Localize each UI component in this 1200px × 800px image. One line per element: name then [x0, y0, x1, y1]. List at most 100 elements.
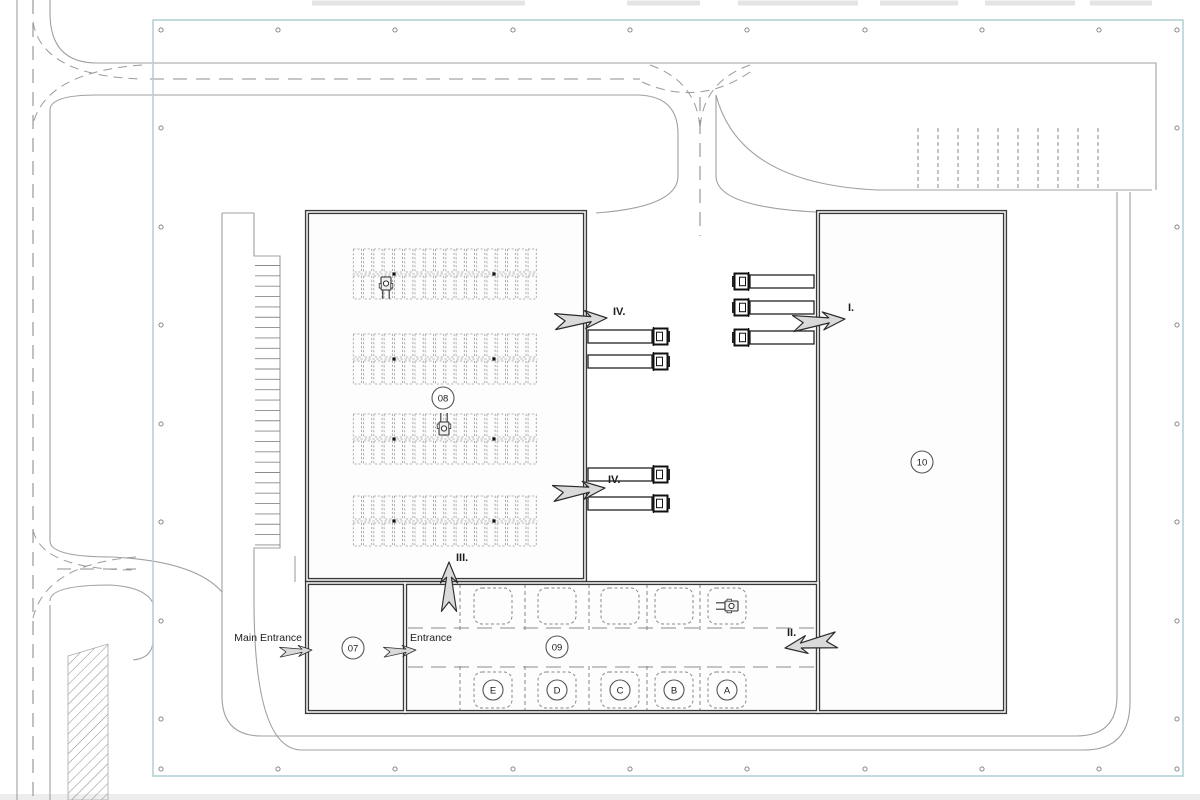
- rack-cell: [517, 440, 527, 465]
- rack-cell: [414, 495, 424, 520]
- rack-cell: [414, 333, 424, 358]
- rack-cell: [445, 248, 455, 273]
- rack-cell: [496, 275, 506, 300]
- zone-circle-2: [609, 679, 631, 701]
- property-boundary: [152, 19, 1184, 777]
- rack-cell: [394, 413, 404, 438]
- rack-cell: [414, 248, 424, 273]
- survey-marker: [158, 716, 164, 722]
- road-top-upper-edge: [97, 62, 1157, 190]
- rack-cell: [465, 440, 475, 465]
- zone-square: [600, 671, 640, 709]
- building-09-label: 09: [545, 635, 569, 659]
- access-road-sweep: [715, 94, 879, 191]
- rack-column-dot: [392, 357, 396, 361]
- rack-cell: [476, 248, 486, 273]
- entrance-label: Entrance: [410, 632, 452, 644]
- rack-cell: [455, 522, 465, 547]
- dock-truck: [587, 327, 670, 346]
- rack-cell: [486, 275, 496, 300]
- rack-cell: [445, 275, 455, 300]
- rack-cell: [496, 333, 506, 358]
- rack-cell: [394, 522, 404, 547]
- rack-cell: [383, 275, 393, 300]
- junction-nw-flare-upper: [49, 12, 98, 64]
- rack-cell: [435, 440, 445, 465]
- zone-square: [707, 671, 747, 709]
- rack-cell: [445, 495, 455, 520]
- rack-cell: [373, 275, 383, 300]
- rack-cell: [435, 413, 445, 438]
- survey-marker: [1174, 766, 1180, 772]
- rack-cell: [424, 248, 434, 273]
- building-09-number: 09: [552, 643, 563, 654]
- zone-square: [654, 671, 694, 709]
- survey-marker: [862, 766, 868, 772]
- zone-circle-0: [482, 679, 504, 701]
- rack-cell: [496, 495, 506, 520]
- gate-label-iv-lower: IV.: [608, 474, 620, 486]
- rack-cell: [527, 360, 537, 385]
- survey-marker: [510, 766, 516, 772]
- rack-cell: [476, 495, 486, 520]
- rack-cell: [352, 360, 362, 385]
- zone-letter: C: [617, 686, 624, 697]
- perimeter-drive-inner: [221, 192, 1118, 737]
- rack-cell: [394, 248, 404, 273]
- rack-cell: [435, 522, 445, 547]
- rack-cell: [496, 248, 506, 273]
- survey-marker: [1096, 27, 1102, 33]
- rack-column-dot: [392, 272, 396, 276]
- rack-cell: [527, 440, 537, 465]
- rack-cell: [363, 333, 373, 358]
- truck-trailer: [749, 330, 815, 345]
- rack-cell: [404, 275, 414, 300]
- survey-marker: [627, 27, 633, 33]
- truck-trailer: [749, 300, 815, 315]
- survey-marker: [158, 519, 164, 525]
- rack-cell: [352, 248, 362, 273]
- survey-marker: [158, 322, 164, 328]
- rack-cell: [455, 275, 465, 300]
- rack-cell: [496, 522, 506, 547]
- rack-cell: [445, 333, 455, 358]
- junction-guide-lines: [32, 21, 754, 619]
- rack-cell: [445, 522, 455, 547]
- rack-cell: [394, 495, 404, 520]
- rack-cell: [435, 360, 445, 385]
- rack-cell: [373, 413, 383, 438]
- rack-cell: [404, 333, 414, 358]
- zone-square: [537, 587, 577, 625]
- survey-markers: [158, 27, 1180, 772]
- rack-cell: [383, 360, 393, 385]
- gate-label-iv-upper: IV.: [613, 306, 625, 318]
- zone-square: [654, 587, 694, 625]
- rack-cell: [363, 522, 373, 547]
- perimeter-drive-outer: [253, 192, 1131, 751]
- survey-marker: [1174, 125, 1180, 131]
- truck-trailer: [587, 467, 653, 482]
- rack-cell: [496, 440, 506, 465]
- building-labels: 07 08 09 10: [341, 386, 934, 660]
- survey-marker: [1174, 618, 1180, 624]
- rack-cell: [383, 440, 393, 465]
- survey-marker: [392, 27, 398, 33]
- rack-cell: [486, 360, 496, 385]
- zone-square: [473, 671, 513, 709]
- rack-cell: [435, 275, 445, 300]
- survey-marker: [510, 27, 516, 33]
- road-centerlines: [32, 0, 701, 800]
- zone-square: [600, 587, 640, 625]
- rack-cell: [435, 333, 445, 358]
- rack-cell: [363, 248, 373, 273]
- rack-cell: [363, 440, 373, 465]
- rack-cell: [404, 440, 414, 465]
- rack-cell: [507, 275, 517, 300]
- rack-cell: [476, 440, 486, 465]
- rack-cell: [394, 275, 404, 300]
- truck-trailer: [749, 274, 815, 289]
- zone-letter: E: [490, 686, 496, 697]
- rack-cell: [404, 522, 414, 547]
